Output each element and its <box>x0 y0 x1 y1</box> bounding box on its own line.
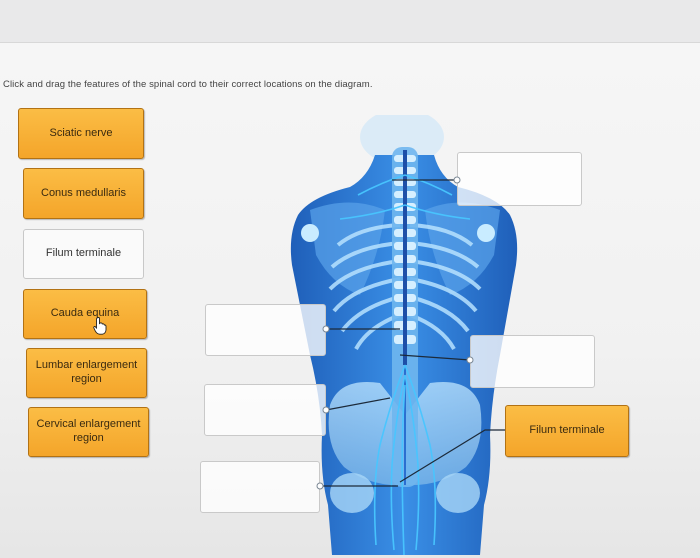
chip-label: Filum terminale <box>529 424 605 437</box>
leader-dot-right-middle <box>466 356 474 364</box>
hand-pointer-icon <box>93 317 107 335</box>
drop-zone-left-upper[interactable] <box>205 304 326 356</box>
label-chip-lumbar-enlargement[interactable]: Lumbar enlargement region <box>26 348 147 398</box>
chip-label: Conus medullaris <box>41 186 126 199</box>
chip-label: Filum terminale <box>45 247 122 260</box>
top-bar <box>0 0 700 42</box>
leader-dot-left-lower <box>316 482 324 490</box>
drop-zone-top-right[interactable] <box>457 152 582 206</box>
drop-zone-left-middle[interactable] <box>204 384 326 436</box>
leader-dot-top-right <box>453 176 461 184</box>
chip-label: Cervical enlargement region <box>36 418 141 444</box>
label-chip-sciatic-nerve[interactable]: Sciatic nerve <box>18 108 144 159</box>
chip-label: Lumbar enlargement region <box>35 359 138 385</box>
leader-dot-left-middle <box>322 406 330 414</box>
leader-line-right-middle <box>399 354 471 361</box>
label-chip-conus-medullaris[interactable]: Conus medullaris <box>23 168 144 219</box>
chip-label: Sciatic nerve <box>49 126 113 139</box>
label-chip-cauda-equina[interactable]: Cauda equina <box>23 289 147 339</box>
leader-dot-left-upper <box>322 325 330 333</box>
label-chip-filum-terminale-empty[interactable]: Filum terminale <box>23 229 144 279</box>
instructions-text: Click and drag the features of the spina… <box>3 79 373 90</box>
leader-line-left-middle <box>325 397 391 411</box>
chip-label: Cauda equina <box>50 307 120 320</box>
label-chip-cervical-enlargement[interactable]: Cervical enlargement region <box>28 407 149 457</box>
placed-label-filum-terminale[interactable]: Filum terminale <box>505 405 629 457</box>
leader-line-filum <box>399 429 505 483</box>
